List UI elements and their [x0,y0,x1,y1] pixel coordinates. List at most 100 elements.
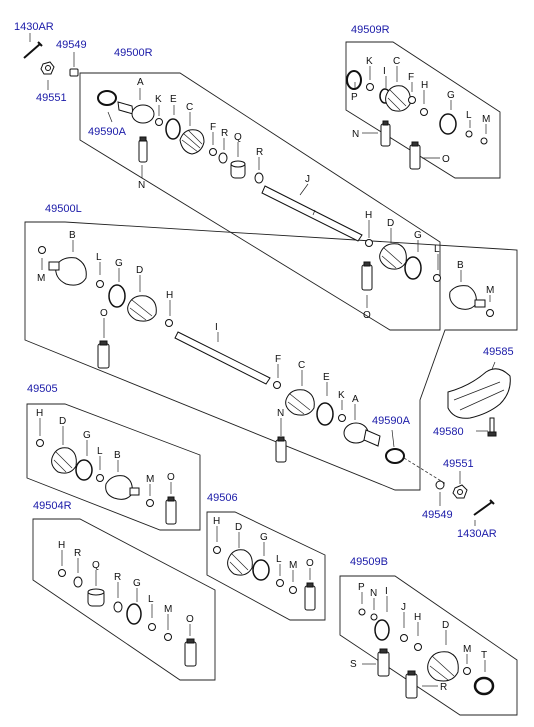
label-49505: 49505 [27,383,58,395]
bolt-m-49505 [146,484,154,507]
letter-callouts: A K E C N F R Q R J H D G L O B M P K I … [36,56,494,693]
letter-o: O [100,308,108,319]
washer-49549-bot [435,480,445,506]
letter-h: H [414,612,421,623]
letter-d: D [387,218,394,229]
joint-a-49500l [343,404,381,447]
label-49590a-top: 49590A [88,126,127,138]
letter-h: H [421,80,428,91]
letter-i: I [383,66,386,77]
ring-r-49504r [73,558,83,588]
letter-l: L [276,554,282,565]
label-49509r: 49509R [351,24,390,36]
clip-i-49509b [374,596,390,641]
ring-49590a-top [97,90,117,123]
letter-c: C [393,56,400,67]
letter-h: H [58,540,65,551]
frame-49506 [206,511,326,621]
label-49551-top: 49551 [36,92,67,104]
grease-o-49504r [184,624,197,667]
letter-o: O [167,472,175,483]
frame-49505 [26,403,201,531]
letter-m: M [146,474,154,485]
frame-49509r [345,41,501,179]
joint-b-49505 [105,460,140,500]
clip-g-top-right [404,240,422,280]
clip-h-49504r [58,550,66,577]
clip-h-49509r [420,90,428,116]
ring-r-top [218,138,228,164]
letter-r: R [114,572,121,583]
label-49549-bot: 49549 [422,509,453,521]
ring-r2-top [254,157,264,184]
clip-h-top-right [365,220,373,247]
band-f-49509r [408,82,416,104]
grease-o-top-right [361,261,373,308]
joint-b-top-right [449,270,486,310]
clip-g-49506 [252,542,270,581]
joint-b-49500l [48,240,87,286]
bolt-m-49509b [463,654,471,675]
frame-49500r [79,72,441,331]
letter-n: N [277,408,284,419]
band-f-49500l [273,364,281,389]
grease-n-49500l [275,418,287,463]
washer-49549-top [69,52,79,77]
band-n-49509b [370,598,378,621]
letter-q: Q [234,132,242,143]
letter-m: M [463,644,471,655]
letter-r: R [221,128,228,139]
letter-m: M [289,560,297,571]
grease-s-49509b [362,648,390,677]
frame-49504r [32,518,216,681]
clamp-e-top [165,105,181,140]
letter-h: H [166,290,173,301]
letter-j: J [305,174,310,185]
letter-t: T [481,650,487,661]
clip-l-49500l [96,262,104,288]
letter-g: G [447,90,455,101]
damper-q-49504r [87,570,105,607]
label-49509b: 49509B [350,556,388,568]
label-49504r: 49504R [33,500,72,512]
letter-n: N [138,180,145,191]
label-49551-bot: 49551 [443,458,474,470]
letter-h: H [365,210,372,221]
letter-l: L [434,244,440,255]
letter-l: L [466,110,472,121]
dash-guide-bottom [403,457,447,485]
bolt-1430ar-top [23,33,43,59]
label-49590a-mid: 49590A [372,415,411,427]
letter-a: A [137,77,144,88]
clip-h-49509b [414,622,422,651]
letter-f: F [210,122,216,133]
label-49580: 49580 [433,426,464,438]
grease-n-49509r [362,120,391,147]
ring-p-49509r [346,70,362,90]
letter-a: A [352,394,359,405]
letter-g: G [83,430,91,441]
clip-g-49500l [108,268,126,308]
letter-g: G [133,578,141,589]
boot-c-49509r [385,66,411,112]
bolt-1430ar-bot [473,499,495,526]
bolt-m-top-right [486,295,494,317]
letter-c: C [186,102,193,113]
letter-k: K [366,56,373,67]
bracket-49585 [447,361,511,419]
clip-g-49504r [126,588,142,625]
grease-r-49509b [405,670,438,699]
label-49549-top: 49549 [56,39,87,51]
boot-d-49509b [427,630,459,682]
clip-h-49505 [36,418,44,447]
ring-49590a-mid [385,429,405,464]
letter-i: I [385,586,388,597]
letter-s: S [350,659,357,670]
letter-p: P [358,582,365,593]
letter-l: L [96,252,102,263]
clip-l-49504r [148,604,156,631]
letter-p: P [351,92,358,103]
letter-k: K [155,94,162,105]
ring-r2-49504r [113,582,123,613]
letter-o: O [306,558,314,569]
